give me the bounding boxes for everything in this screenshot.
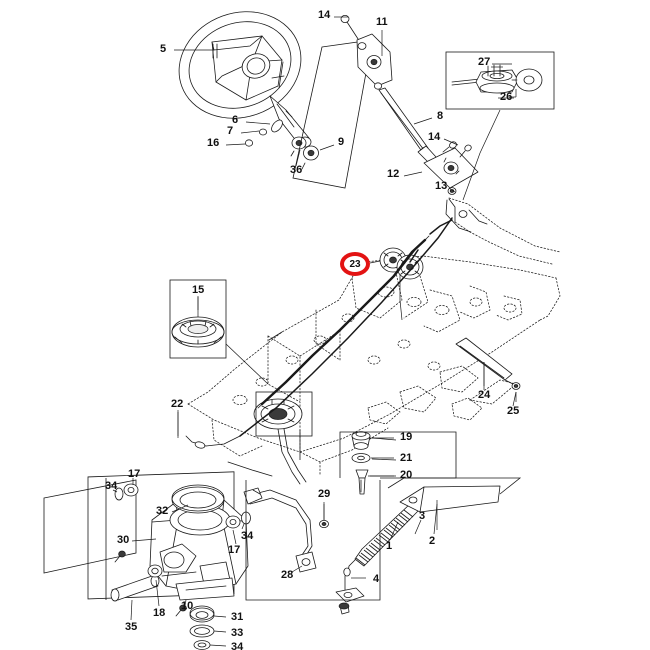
callout-24: 24 [478, 389, 491, 401]
callout-36: 36 [290, 164, 303, 176]
callout-35: 35 [125, 621, 138, 633]
callout-3: 3 [419, 510, 426, 522]
callout-21: 21 [400, 452, 413, 464]
callout-34b: 34 [241, 530, 254, 542]
callout-15: 15 [192, 284, 205, 296]
panel-outline-9 [292, 39, 373, 189]
pulley-installed [253, 391, 313, 437]
callout-29: 29 [318, 488, 331, 500]
callout-28: 28 [281, 569, 294, 581]
callout-16: 16 [207, 137, 220, 149]
steering-wheel-part-5 [178, 11, 302, 119]
bolt-part-3-and-4 [335, 575, 365, 615]
bracket-part-12 [423, 141, 479, 195]
callout-14a: 14 [318, 9, 331, 21]
hardware-19-21-20 [351, 431, 394, 495]
callout-2: 2 [429, 535, 436, 547]
callout-6: 6 [232, 114, 239, 126]
brake-band-part-28 [243, 487, 317, 573]
inset-detail-coupling [445, 51, 555, 201]
callout-11: 11 [376, 16, 388, 28]
callout-20: 20 [400, 469, 413, 481]
callout-12: 12 [387, 168, 400, 180]
callout-22: 22 [171, 398, 184, 410]
callout-17a: 17 [128, 468, 141, 480]
callout-4: 4 [373, 573, 380, 585]
callout-13: 13 [435, 180, 448, 192]
callout-31: 31 [231, 611, 244, 623]
transaxle-assembly [43, 471, 251, 650]
callout-19: 19 [400, 431, 413, 443]
highlighted-callout-23: 23 [340, 252, 370, 276]
hardware-parts-top-left [244, 110, 319, 170]
callout-33: 33 [231, 627, 244, 639]
drive-belt-and-cables [185, 217, 453, 485]
spring-part-1 [343, 497, 431, 577]
callout-27: 27 [478, 56, 491, 68]
callout-10: 10 [181, 600, 194, 612]
callout-1: 1 [386, 540, 393, 552]
callout-5: 5 [160, 43, 167, 55]
callout-25: 25 [507, 405, 520, 417]
chassis-frame [187, 197, 561, 477]
callout-18: 18 [153, 607, 166, 619]
callout-34a: 34 [105, 480, 118, 492]
rod-part-24-25 [455, 337, 521, 402]
group-frames [105, 430, 522, 601]
link-rod-part-8 [340, 14, 437, 164]
callout-17b: 17 [228, 544, 241, 556]
callout-32: 32 [156, 505, 169, 517]
callout-30: 30 [117, 534, 130, 546]
callout-14b: 14 [428, 131, 441, 143]
leader-lines [112, 16, 517, 647]
plate-part-2 [399, 485, 501, 530]
callout-26: 26 [500, 91, 513, 103]
callout-7: 7 [227, 125, 234, 137]
callout-8: 8 [437, 110, 444, 122]
callout-9: 9 [338, 136, 345, 148]
pulleys-part-23 [369, 247, 424, 321]
inset-detail-pulley-15 [169, 279, 269, 385]
callout-34c: 34 [231, 641, 244, 650]
highlighted-callout-label: 23 [349, 258, 361, 270]
